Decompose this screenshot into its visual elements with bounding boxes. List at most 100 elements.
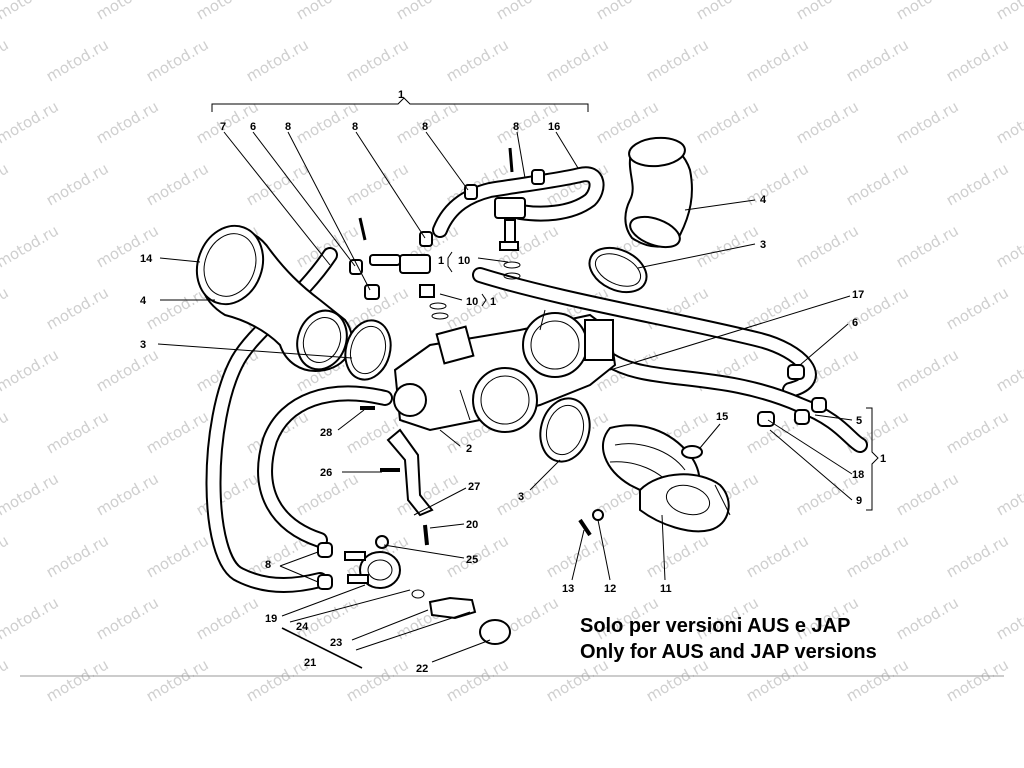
bracket-27	[386, 428, 434, 517]
group-bracket-21	[281, 627, 363, 669]
callout-3-lower: 3	[518, 491, 524, 503]
watermark-text: motod.ru	[443, 655, 512, 705]
watermark-text: motod.ru	[143, 655, 212, 705]
watermark-text: motod.ru	[0, 469, 62, 519]
callout-17: 17	[852, 289, 864, 301]
callout-8-d: 8	[513, 121, 519, 133]
watermark-text: motod.ru	[243, 159, 312, 209]
watermark-text: motod.ru	[793, 221, 862, 271]
callout-6-right: 6	[852, 317, 858, 329]
callout-18: 18	[852, 469, 864, 481]
watermark-text: motod.ru	[943, 407, 1012, 457]
rubber-boot	[601, 424, 730, 533]
watermark-text: motod.ru	[843, 35, 912, 85]
watermark-text: motod.ru	[93, 469, 162, 519]
watermark-text: motod.ru	[843, 531, 912, 581]
watermark-text: motod.ru	[793, 0, 862, 23]
watermark-text: motod.ru	[193, 469, 262, 519]
watermark-text: motod.ru	[43, 159, 112, 209]
watermark-text: motod.ru	[943, 35, 1012, 85]
callout-27: 27	[468, 481, 480, 493]
hose-18	[602, 352, 868, 453]
clip-22	[479, 619, 511, 645]
callout-3-right: 3	[760, 239, 766, 251]
callout-5: 5	[856, 415, 862, 427]
watermark-text: motod.ru	[43, 35, 112, 85]
watermark-text: motod.ru	[0, 531, 12, 581]
callout-16: 16	[548, 121, 560, 133]
callout-1-top: 1	[398, 89, 404, 101]
watermark-text: motod.ru	[943, 159, 1012, 209]
watermark-text: motod.ru	[493, 469, 562, 519]
callout-1-mid: 1	[438, 255, 444, 267]
callout-8-b: 8	[352, 121, 358, 133]
version-note-it: Solo per versioni AUS e JAP	[580, 615, 850, 637]
watermark-text: motod.ru	[593, 0, 662, 23]
callout-15: 15	[716, 411, 728, 423]
callout-3-left: 3	[140, 339, 146, 351]
watermark-text: motod.ru	[193, 593, 262, 643]
leader-lines	[157, 131, 853, 663]
throttle-body	[393, 309, 617, 433]
watermark-text: motod.ru	[893, 469, 962, 519]
callout-8-c: 8	[422, 121, 428, 133]
watermark-text: motod.ru	[793, 97, 862, 147]
callout-1-mid-b: 1	[490, 296, 496, 308]
watermark-text: motod.ru	[143, 531, 212, 581]
watermark-text: motod.ru	[943, 655, 1012, 705]
callout-8-lower: 8	[265, 559, 271, 571]
watermark-text: motod.ru	[293, 0, 362, 23]
watermark-text: motod.ru	[143, 407, 212, 457]
hose-17	[472, 267, 817, 398]
watermark-text: motod.ru	[43, 531, 112, 581]
hose-28	[257, 385, 393, 548]
watermark-text: motod.ru	[643, 35, 712, 85]
callout-28: 28	[320, 427, 332, 439]
callout-6: 6	[250, 121, 256, 133]
watermark-text: motod.ru	[943, 531, 1012, 581]
watermark-text: motod.ru	[643, 531, 712, 581]
watermark-text: motod.ru	[93, 593, 162, 643]
watermark-text: motod.ru	[543, 35, 612, 85]
watermark-text: motod.ru	[393, 0, 462, 23]
watermark-text: motod.ru	[993, 593, 1024, 643]
callout-7: 7	[220, 121, 226, 133]
watermark-text: motod.ru	[0, 407, 12, 457]
watermark-text: motod.ru	[693, 221, 762, 271]
watermark-text: motod.ru	[43, 407, 112, 457]
callout-4-left: 4	[140, 295, 147, 307]
callout-25: 25	[466, 554, 478, 566]
callout-1-right: 1	[880, 453, 886, 465]
callout-14: 14	[140, 253, 153, 265]
watermark-text: motod.ru	[0, 35, 12, 85]
watermark-text: motod.ru	[143, 159, 212, 209]
watermark-text: motod.ru	[993, 0, 1024, 23]
watermark-text: motod.ru	[743, 35, 812, 85]
hose-clips	[317, 169, 827, 590]
watermark-text: motod.ru	[493, 0, 562, 23]
watermark-text: motod.ru	[0, 593, 62, 643]
callout-23: 23	[330, 637, 342, 649]
watermark-text: motod.ru	[443, 35, 512, 85]
watermark-text: motod.ru	[443, 283, 512, 333]
callout-26: 26	[320, 467, 332, 479]
watermark-text: motod.ru	[43, 655, 112, 705]
watermark-text: motod.ru	[893, 97, 962, 147]
watermark-text: motod.ru	[693, 0, 762, 23]
watermark-text: motod.ru	[943, 283, 1012, 333]
watermark-text: motod.ru	[0, 221, 62, 271]
watermark-text: motod.ru	[993, 221, 1024, 271]
watermark-text: motod.ru	[993, 345, 1024, 395]
callout-12: 12	[604, 583, 616, 595]
watermark-text: motod.ru	[0, 655, 12, 705]
callout-22: 22	[416, 663, 428, 675]
callout-9: 9	[856, 495, 862, 507]
callout-24: 24	[296, 621, 309, 633]
group-bracket-right	[866, 407, 879, 511]
watermark-text: motod.ru	[43, 283, 112, 333]
watermark-text: motod.ru	[193, 0, 262, 23]
callout-2: 2	[466, 443, 472, 455]
injector-assembly	[358, 147, 526, 320]
clamp-lower	[539, 397, 591, 463]
watermark-text: motod.ru	[0, 345, 62, 395]
